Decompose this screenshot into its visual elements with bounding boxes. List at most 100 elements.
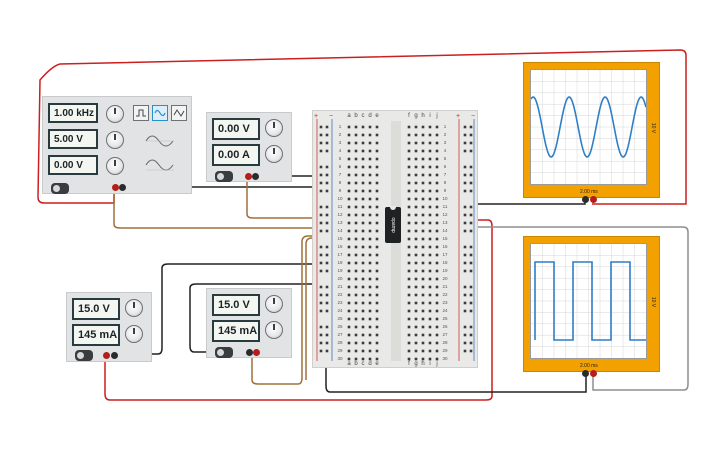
rail-hole[interactable] <box>463 261 467 265</box>
hole[interactable] <box>414 165 418 169</box>
hole[interactable] <box>375 133 379 137</box>
hole[interactable] <box>375 261 379 265</box>
rail-hole[interactable] <box>319 173 323 177</box>
hole[interactable] <box>421 317 425 321</box>
rail-hole[interactable] <box>463 341 467 345</box>
hole[interactable] <box>347 205 351 209</box>
rail-hole[interactable] <box>319 309 323 313</box>
negative-terminal[interactable] <box>246 349 253 356</box>
hole[interactable] <box>347 245 351 249</box>
hole[interactable] <box>375 149 379 153</box>
hole[interactable] <box>421 213 425 217</box>
hole[interactable] <box>375 197 379 201</box>
hole[interactable] <box>347 133 351 137</box>
probe-terminal[interactable] <box>590 196 597 203</box>
hole[interactable] <box>421 149 425 153</box>
hole[interactable] <box>428 277 432 281</box>
hole[interactable] <box>421 125 425 129</box>
hole[interactable] <box>361 253 365 257</box>
hole[interactable] <box>421 133 425 137</box>
hole[interactable] <box>354 261 358 265</box>
hole[interactable] <box>347 293 351 297</box>
current-knob[interactable] <box>265 145 283 163</box>
hole[interactable] <box>354 293 358 297</box>
rail-hole[interactable] <box>319 229 323 233</box>
power-switch[interactable] <box>51 183 69 194</box>
hole[interactable] <box>421 309 425 313</box>
hole[interactable] <box>414 237 418 241</box>
hole[interactable] <box>414 293 418 297</box>
hole[interactable] <box>421 325 425 329</box>
hole[interactable] <box>407 189 411 193</box>
hole[interactable] <box>407 205 411 209</box>
hole[interactable] <box>368 213 372 217</box>
rail-hole[interactable] <box>325 189 329 193</box>
hole[interactable] <box>414 253 418 257</box>
hole[interactable] <box>421 173 425 177</box>
hole[interactable] <box>428 245 432 249</box>
hole[interactable] <box>421 245 425 249</box>
hole[interactable] <box>435 165 439 169</box>
hole[interactable] <box>375 125 379 129</box>
hole[interactable] <box>428 237 432 241</box>
hole[interactable] <box>361 125 365 129</box>
rail-hole[interactable] <box>469 133 473 137</box>
hole[interactable] <box>414 149 418 153</box>
rail-hole[interactable] <box>463 221 467 225</box>
hole[interactable] <box>361 157 365 161</box>
rail-hole[interactable] <box>463 349 467 353</box>
hole[interactable] <box>368 197 372 201</box>
hole[interactable] <box>414 205 418 209</box>
rail-hole[interactable] <box>463 285 467 289</box>
hole[interactable] <box>375 245 379 249</box>
hole[interactable] <box>375 285 379 289</box>
hole[interactable] <box>414 325 418 329</box>
hole[interactable] <box>347 261 351 265</box>
hole[interactable] <box>354 213 358 217</box>
hole[interactable] <box>368 357 372 361</box>
hole[interactable] <box>428 141 432 145</box>
rail-hole[interactable] <box>463 125 467 129</box>
rail-hole[interactable] <box>325 253 329 257</box>
hole[interactable] <box>421 189 425 193</box>
hole[interactable] <box>435 205 439 209</box>
frequency-knob[interactable] <box>106 105 124 123</box>
hole[interactable] <box>361 293 365 297</box>
rail-hole[interactable] <box>325 221 329 225</box>
hole[interactable] <box>407 181 411 185</box>
sine-wave-button[interactable] <box>152 105 168 121</box>
rail-hole[interactable] <box>325 205 329 209</box>
hole[interactable] <box>421 301 425 305</box>
rail-hole[interactable] <box>463 205 467 209</box>
voltage-knob[interactable] <box>265 295 283 313</box>
hole[interactable] <box>407 173 411 177</box>
hole[interactable] <box>414 261 418 265</box>
hole[interactable] <box>368 141 372 145</box>
hole[interactable] <box>428 301 432 305</box>
hole[interactable] <box>421 285 425 289</box>
hole[interactable] <box>361 149 365 153</box>
rail-hole[interactable] <box>319 213 323 217</box>
hole[interactable] <box>435 173 439 177</box>
hole[interactable] <box>414 309 418 313</box>
hole[interactable] <box>347 237 351 241</box>
positive-terminal[interactable] <box>253 349 260 356</box>
negative-terminal[interactable] <box>111 352 118 359</box>
rail-hole[interactable] <box>463 173 467 177</box>
hole[interactable] <box>375 293 379 297</box>
hole[interactable] <box>407 253 411 257</box>
hole[interactable] <box>368 333 372 337</box>
output-terminal[interactable] <box>112 184 119 191</box>
rail-hole[interactable] <box>319 325 323 329</box>
rail-hole[interactable] <box>319 301 323 305</box>
rail-hole[interactable] <box>469 253 473 257</box>
hole[interactable] <box>375 221 379 225</box>
rail-hole[interactable] <box>469 333 473 337</box>
hole[interactable] <box>375 269 379 273</box>
hole[interactable] <box>435 269 439 273</box>
rail-hole[interactable] <box>463 229 467 233</box>
rail-hole[interactable] <box>463 301 467 305</box>
hole[interactable] <box>435 349 439 353</box>
hole[interactable] <box>368 157 372 161</box>
voltage-knob[interactable] <box>265 119 283 137</box>
